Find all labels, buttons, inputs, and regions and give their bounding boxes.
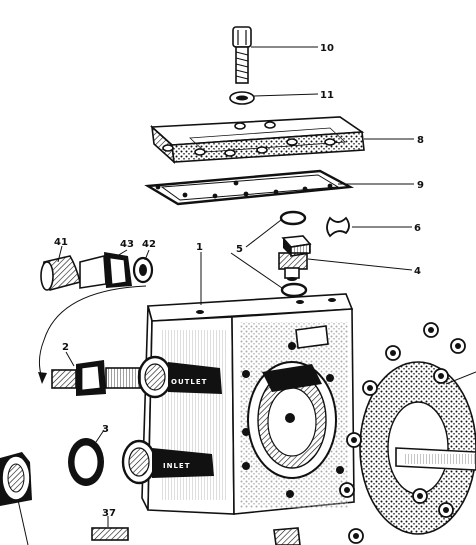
stud-part-37: 37 — [91, 508, 129, 541]
spring-clip-part-6: 6 — [326, 216, 421, 238]
assembly-leader-arrow — [38, 372, 47, 384]
pump-body-part-1: OUTLET INLET 1 — [121, 242, 355, 515]
adaptor-part-2: 2 — [51, 342, 141, 396]
union-fitting-parts-41-42-43: 41 43 42 — [40, 237, 156, 291]
o-rings-part-5: 5 — [230, 210, 308, 298]
inlet-embossing: INLET — [163, 462, 190, 470]
label-part-11: 11 — [320, 90, 334, 101]
label-part-8: 8 — [417, 135, 424, 146]
end-plate-assembly — [359, 361, 476, 535]
label-part-6: 6 — [414, 223, 421, 234]
label-part-10: 10 — [320, 43, 334, 54]
label-part-42: 42 — [142, 239, 156, 250]
bottom-plug — [273, 527, 301, 545]
cap-screw-part-10: 10 — [232, 26, 334, 84]
label-part-5: 5 — [236, 244, 243, 255]
label-part-43: 43 — [120, 239, 134, 250]
label-part-2: 2 — [62, 342, 69, 353]
valve-plug-part-4: 4 — [278, 235, 421, 281]
label-part-9: 9 — [417, 180, 424, 191]
pipe-fitting-partial — [0, 452, 32, 545]
sealing-washer-part-3: 3 — [68, 424, 109, 486]
label-part-1: 1 — [196, 242, 203, 253]
label-part-37: 37 — [102, 508, 116, 519]
cover-plate-part-8: 8 — [150, 116, 424, 165]
label-part-41: 41 — [54, 237, 68, 248]
lock-washer-part-11: 11 — [229, 90, 334, 105]
gasket-part-9: 9 — [144, 169, 424, 206]
nuts-ring — [339, 322, 466, 544]
label-part-4: 4 — [414, 266, 421, 277]
assembly-leader-curve — [38, 285, 147, 379]
label-part-3: 3 — [102, 424, 109, 435]
outlet-embossing: OUTLET — [171, 378, 207, 386]
